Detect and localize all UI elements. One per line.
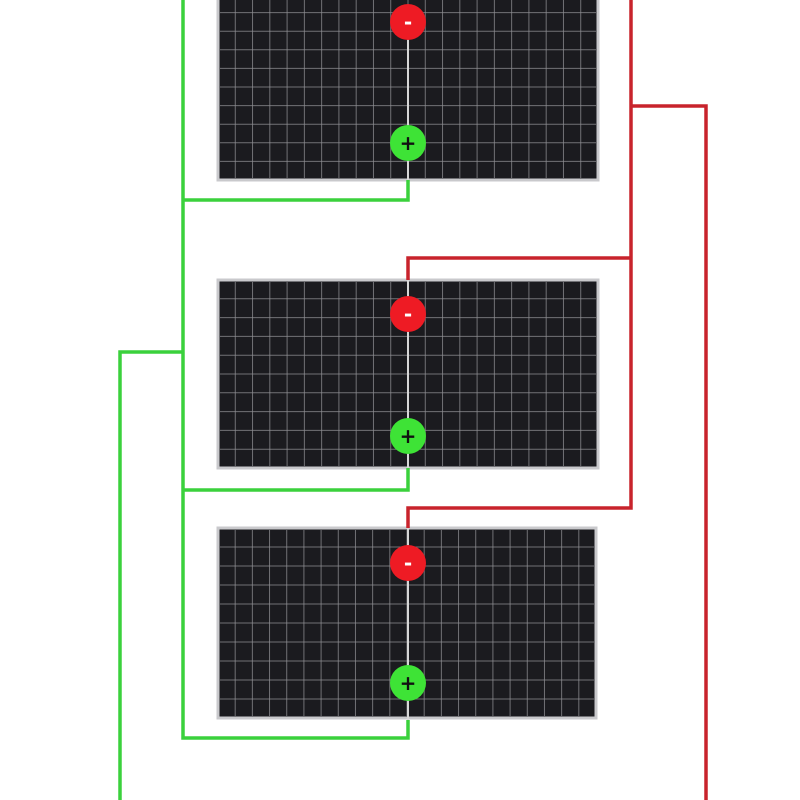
panel-2-positive-sign: + <box>400 424 417 448</box>
panel-1-positive-terminal: + <box>390 125 426 161</box>
panel-2-negative-terminal: - <box>390 296 426 332</box>
positive-output-lead <box>118 350 183 800</box>
panel-1-negative-terminal: - <box>390 4 426 40</box>
panel-1-positive-sign: + <box>400 131 417 155</box>
panel-3-negative-sign: - <box>404 551 412 575</box>
positive-wiring <box>118 0 410 800</box>
solar-panel-3 <box>216 508 598 738</box>
negative-trunk-wire <box>406 0 633 528</box>
positive-trunk-wire <box>181 0 410 740</box>
solar-panel-2 <box>216 258 600 490</box>
panel-3-negative-terminal: - <box>390 545 426 581</box>
panel-2-positive-terminal: + <box>390 418 426 454</box>
panel-1-negative-sign: - <box>404 10 412 34</box>
negative-wiring <box>406 0 708 800</box>
panel-3-positive-sign: + <box>400 671 417 695</box>
negative-panel-2-wire <box>406 256 631 280</box>
positive-panel-2-wire <box>183 468 410 492</box>
positive-panel-1-wire <box>183 180 410 202</box>
panel-3-positive-terminal: + <box>390 665 426 701</box>
panel-2-negative-sign: - <box>404 302 412 326</box>
negative-output-lead <box>631 104 708 800</box>
